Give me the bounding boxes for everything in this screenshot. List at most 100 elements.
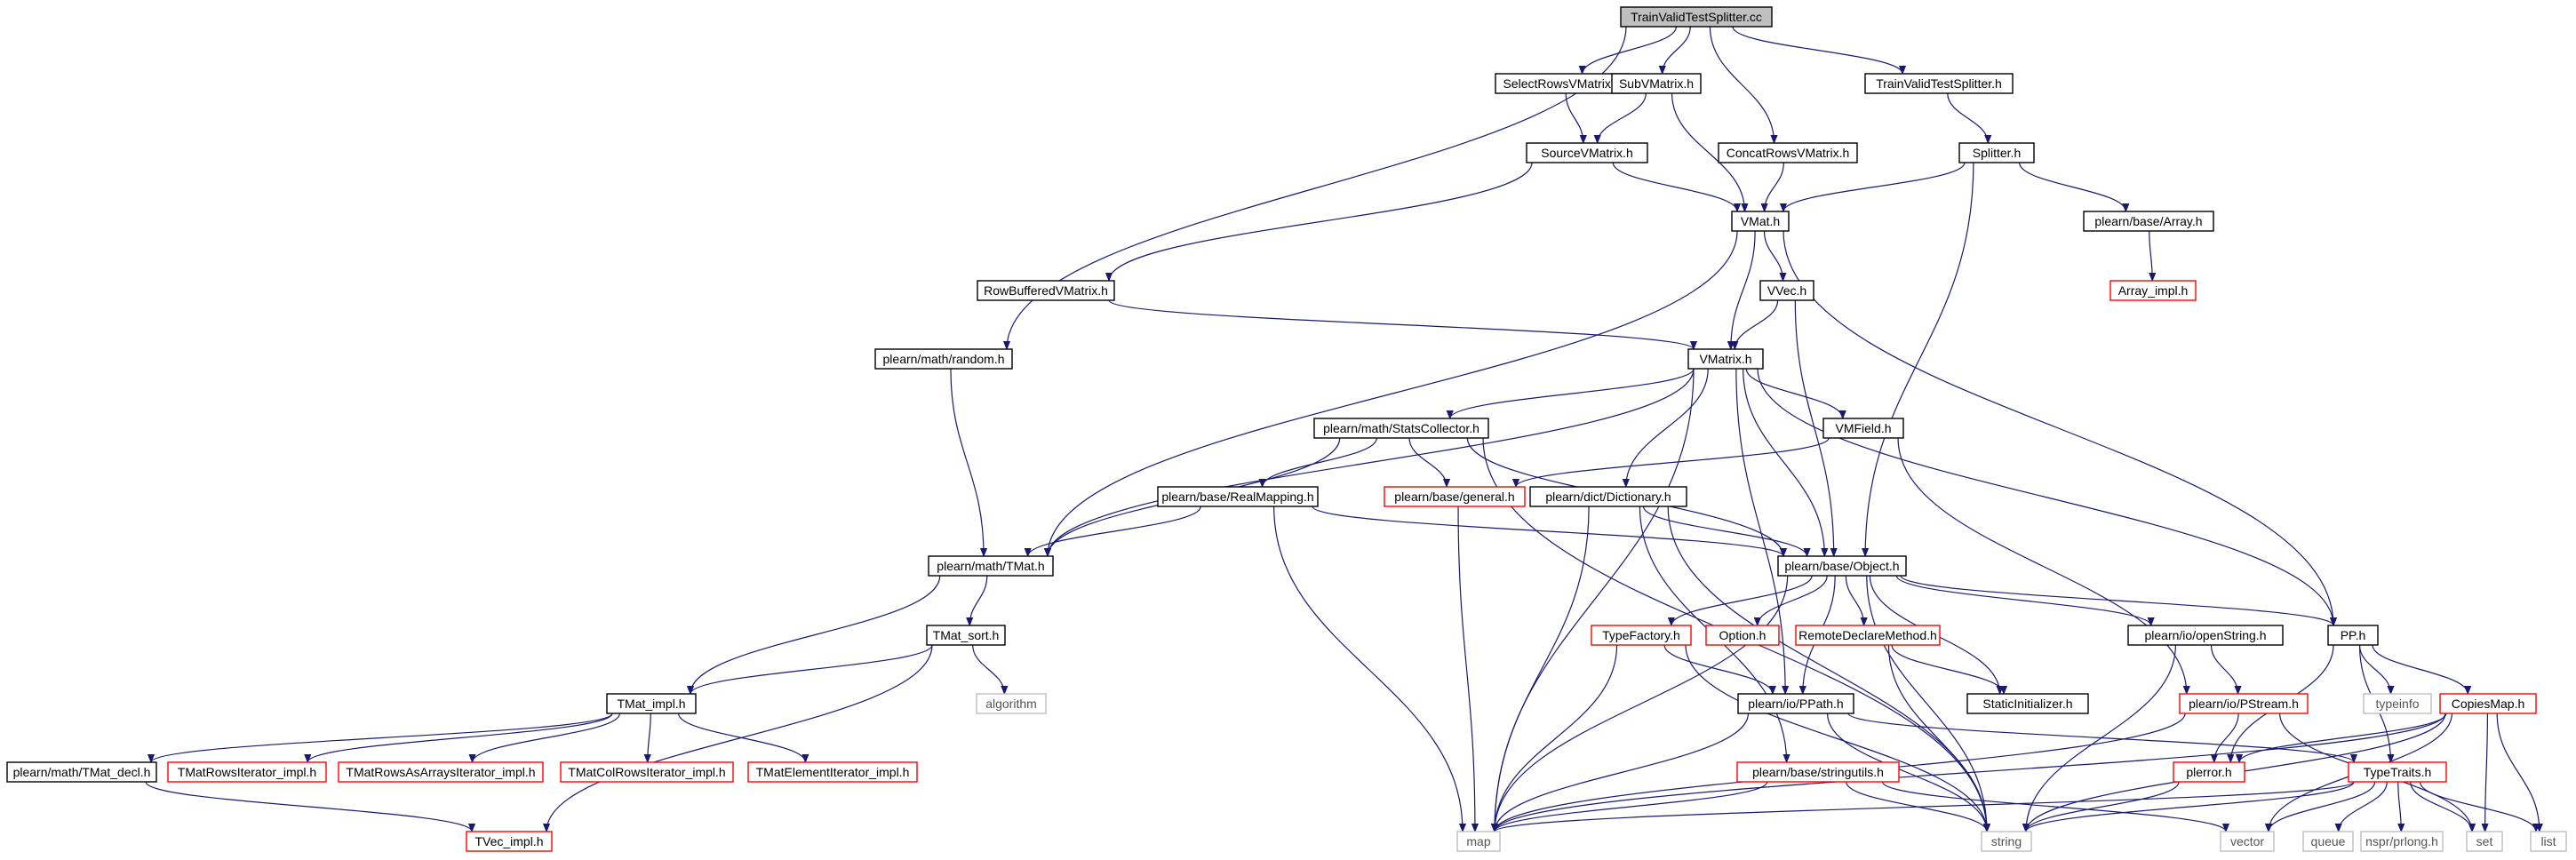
node-tmat_sort[interactable]: TMat_sort.h (926, 625, 1006, 646)
node-vmat[interactable]: VMat.h (1731, 211, 1790, 232)
node-tmat[interactable]: plearn/math/TMat.h (928, 555, 1054, 577)
edge-vmatrix-to-pp (1757, 368, 2333, 625)
edge-subvmatrix-to-vmat (1671, 92, 1745, 211)
edge-dictionary-to-object (1642, 506, 1806, 557)
node-vmfield[interactable]: VMField.h (1822, 418, 1904, 439)
node-typeinfo-label: typeinfo (2375, 697, 2419, 711)
edge-pp-to-typeinfo (2358, 644, 2391, 695)
node-plerror[interactable]: plerror.h (2173, 761, 2245, 783)
node-vmat-label: VMat.h (1741, 214, 1780, 228)
edge-tmat_sort-to-algorithm (972, 644, 1005, 695)
node-statscollector[interactable]: plearn/math/StatsCollector.h (1313, 418, 1489, 439)
node-vvec[interactable]: VVec.h (1759, 280, 1814, 301)
node-remotedeclare-box (1795, 625, 1941, 646)
node-general-box (1384, 486, 1526, 507)
node-stringutils[interactable]: plearn/base/stringutils.h (1736, 761, 1900, 783)
node-ppath-box (1737, 693, 1854, 714)
node-set[interactable]: set (2466, 831, 2503, 852)
node-tvts_h[interactable]: TrainValidTestSplitter.h (1864, 73, 2014, 94)
node-openstring[interactable]: plearn/io/openString.h (2127, 625, 2284, 646)
node-vector[interactable]: vector (2220, 831, 2275, 852)
node-concatrows[interactable]: ConcatRowsVMatrix.h (1718, 142, 1858, 163)
node-string-label: string (1991, 834, 2022, 848)
node-algorithm-box (976, 693, 1047, 714)
node-object[interactable]: plearn/base/Object.h (1777, 555, 1907, 577)
node-copiesmap[interactable]: CopiesMap.h (2439, 693, 2537, 714)
node-general[interactable]: plearn/base/general.h (1384, 486, 1526, 507)
node-tmatcolrows[interactable]: TMatColRowsIterator_impl.h (560, 761, 734, 783)
node-vvec-label: VVec.h (1767, 283, 1806, 298)
edge-object-to-option (1758, 575, 1828, 626)
node-pstream-box (2179, 693, 2309, 714)
node-string[interactable]: string (1981, 831, 2032, 852)
node-subvmatrix-label: SubVMatrix.h (1619, 76, 1694, 91)
edge-object-to-typefactory (1671, 575, 1813, 626)
node-rowbuffered[interactable]: RowBufferedVMatrix.h (977, 280, 1115, 301)
node-pstream[interactable]: plearn/io/PStream.h (2179, 693, 2309, 714)
node-typeinfo-box (2363, 693, 2432, 714)
node-list[interactable]: list (2530, 831, 2567, 852)
edge-vmatrix-to-object (1743, 368, 1825, 556)
node-sourcevmatrix[interactable]: SourceVMatrix.h (1526, 142, 1648, 163)
node-splitter[interactable]: Splitter.h (1958, 142, 2035, 163)
node-tmat_decl[interactable]: plearn/math/TMat_decl.h (6, 761, 157, 783)
node-pp-box (2327, 625, 2379, 646)
node-array[interactable]: plearn/base/Array.h (2083, 211, 2214, 232)
node-tvec_impl[interactable]: TVec_impl.h (466, 831, 553, 852)
node-subvmatrix[interactable]: SubVMatrix.h (1611, 73, 1702, 94)
node-tmatrowsarrays-label: TMatRowsAsArraysIterator_impl.h (346, 765, 535, 779)
node-tmatelement[interactable]: TMatElementIterator_impl.h (747, 761, 918, 783)
node-nsprlong-box (2360, 831, 2444, 852)
edge-pp-to-copiesmap (2372, 644, 2468, 695)
edge-vmatrix-to-map (1495, 368, 1695, 832)
node-ppath[interactable]: plearn/io/PPath.h (1737, 693, 1854, 714)
node-rowbuffered-label: RowBufferedVMatrix.h (984, 283, 1108, 298)
node-stringutils-box (1736, 761, 1900, 783)
node-queue[interactable]: queue (2302, 831, 2354, 852)
node-tmatrowsarrays[interactable]: TMatRowsAsArraysIterator_impl.h (338, 761, 544, 783)
node-typeinfo[interactable]: typeinfo (2363, 693, 2432, 714)
node-pstream-label: plearn/io/PStream.h (2189, 697, 2299, 711)
node-random[interactable]: plearn/math/random.h (874, 348, 1013, 370)
node-nsprlong-label: nspr/prlong.h (2365, 834, 2438, 848)
edge-subvmatrix-to-sourcevmatrix (1598, 92, 1647, 144)
edge-typetraits-to-nsprlong (2398, 781, 2402, 832)
node-ppath-label: plearn/io/PPath.h (1748, 697, 1843, 711)
node-array_impl[interactable]: Array_impl.h (2109, 280, 2197, 301)
edge-tmat_decl-to-tvec_impl (145, 781, 472, 832)
node-dictionary[interactable]: plearn/dict/Dictionary.h (1529, 486, 1687, 507)
node-nsprlong[interactable]: nspr/prlong.h (2360, 831, 2444, 852)
node-typefactory[interactable]: TypeFactory.h (1591, 625, 1692, 646)
node-remotedeclare[interactable]: RemoteDeclareMethod.h (1795, 625, 1941, 646)
node-tmat_impl[interactable]: TMat_impl.h (606, 693, 697, 714)
node-map[interactable]: map (1456, 831, 1501, 852)
node-openstring-box (2127, 625, 2284, 646)
node-pp[interactable]: PP.h (2327, 625, 2379, 646)
node-tmatelement-label: TMatElementIterator_impl.h (756, 765, 910, 779)
node-root[interactable]: TrainValidTestSplitter.cc (1620, 6, 1773, 28)
edge-splitter-to-array (2019, 162, 2126, 212)
node-tmat_decl-box (6, 761, 157, 783)
node-realmapping-box (1157, 486, 1319, 507)
edge-object-to-pp (1900, 575, 2333, 626)
edge-typetraits-to-vector (2269, 781, 2376, 832)
edge-object-to-openstring (1895, 575, 2150, 626)
edge-selectrows-to-sourcevmatrix (1565, 92, 1583, 143)
edge-typefactory-to-string (1685, 644, 1987, 832)
node-typetraits[interactable]: TypeTraits.h (2348, 761, 2447, 783)
edge-vmat-to-vvec (1763, 230, 1783, 281)
node-queue-box (2302, 831, 2354, 852)
node-staticinit[interactable]: StaticInitializer.h (1966, 693, 2089, 714)
node-vmatrix[interactable]: VMatrix.h (1687, 348, 1764, 370)
node-algorithm[interactable]: algorithm (976, 693, 1047, 714)
node-random-label: plearn/math/random.h (883, 352, 1005, 366)
edge-realmapping-to-tmat (1028, 506, 1201, 557)
node-realmapping[interactable]: plearn/base/RealMapping.h (1157, 486, 1319, 507)
node-selectrows[interactable]: SelectRowsVMatrix.h (1495, 73, 1630, 94)
node-typefactory-label: TypeFactory.h (1602, 628, 1680, 642)
node-tmatrowsiter[interactable]: TMatRowsIterator_impl.h (167, 761, 327, 783)
edge-vmat-to-vmatrix (1731, 230, 1756, 349)
edge-typetraits-to-queue (2339, 781, 2388, 832)
node-option[interactable]: Option.h (1705, 625, 1780, 646)
edge-plerror-to-string (2026, 781, 2180, 832)
